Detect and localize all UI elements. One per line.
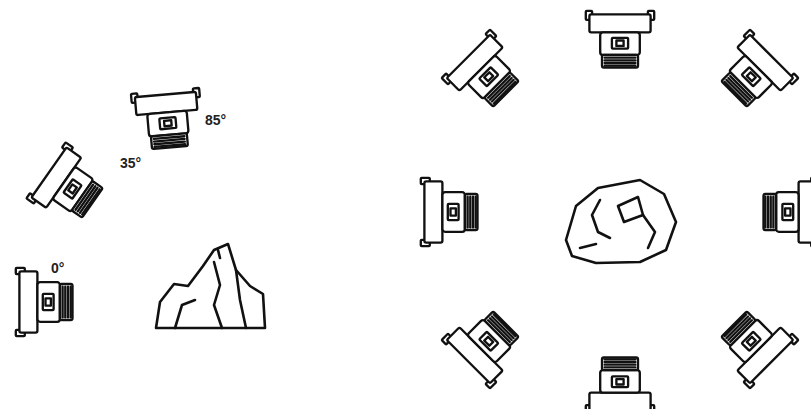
camera-icon bbox=[442, 300, 530, 388]
camera-icon bbox=[421, 178, 478, 246]
camera-icon bbox=[131, 88, 204, 150]
angle-label: 85° bbox=[205, 113, 226, 127]
camera-ring bbox=[421, 11, 811, 409]
camera-icon bbox=[16, 268, 73, 336]
camera-icon bbox=[586, 11, 654, 68]
camera-icon bbox=[586, 358, 654, 409]
angle-label: 35° bbox=[120, 156, 141, 170]
angle-label: 0° bbox=[51, 261, 64, 275]
camera-icon bbox=[442, 30, 530, 118]
camera-icon bbox=[710, 30, 798, 118]
rock-mountain bbox=[156, 244, 265, 328]
camera-icon bbox=[710, 300, 798, 388]
rock bbox=[566, 180, 676, 263]
camera-icon bbox=[764, 178, 811, 246]
camera-icon bbox=[26, 142, 112, 231]
